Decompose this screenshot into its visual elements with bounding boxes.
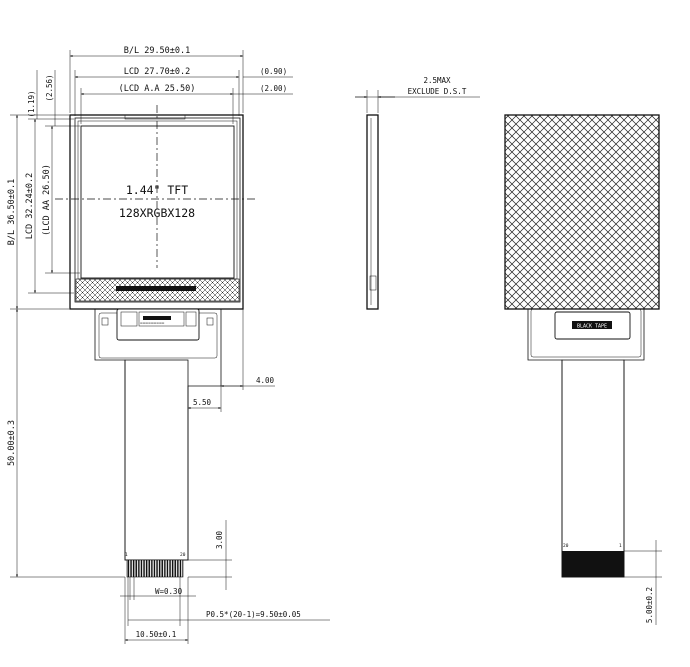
svg-text:=========: =========	[140, 321, 165, 326]
black-tape-label: BLACK TAPE	[577, 324, 607, 330]
fpc-neck	[94, 309, 222, 561]
thickness-note: EXCLUDE D.S.T	[408, 87, 467, 96]
side-view: 2.5MAX EXCLUDE D.S.T	[355, 76, 480, 310]
driver-ic	[116, 286, 196, 291]
pin-width-dim: W=0.30	[155, 587, 183, 596]
pin-first-label: 1	[125, 552, 128, 558]
back-fpc-neck	[527, 309, 645, 578]
resolution-label: 128XRGBX128	[119, 206, 195, 220]
back-view: BLACK TAPE 20 1 5.00±0.2	[504, 114, 662, 625]
fpc-stiffener-front	[116, 308, 200, 341]
lcd-width-dim: LCD 27.70±0.2	[124, 67, 191, 77]
dim-400: 4.00	[256, 376, 275, 385]
lcd-height-dim: LCD 32.24±0.2	[25, 173, 35, 240]
back-hatched-panel	[504, 114, 660, 310]
top-256-dim: (2.56)	[45, 74, 54, 101]
back-pin-left: 20	[563, 543, 569, 549]
dim-550: 5.50	[193, 398, 212, 407]
gap-090-dim: (0.90)	[260, 67, 287, 76]
pitch-formula-dim: P0.5*(20-1)=9.50±0.05	[206, 610, 301, 619]
active-area	[80, 125, 235, 279]
lcd-aa-height-dim: (LCD AA 26.50)	[42, 164, 52, 236]
thickness-dim: 2.5MAX	[423, 76, 451, 85]
lcd-glass-outline	[74, 117, 241, 303]
side-profile	[366, 114, 379, 310]
front-view: 1.44" TFT 128XRGBX128 ========= 1 20 B/L…	[7, 46, 330, 644]
bl-width-dim: B/L 29.50±0.1	[124, 46, 191, 56]
dim-300: 3.00	[215, 530, 224, 549]
lcd-aa-width-dim: (LCD A.A 25.50)	[119, 84, 196, 94]
gap-200-dim: (2.00)	[260, 84, 287, 93]
back-pin-right: 1	[619, 543, 622, 549]
gold-fingers	[126, 559, 184, 578]
bl-height-dim: B/L 36.50±0.1	[7, 179, 17, 246]
back-stiffener	[562, 551, 624, 577]
fpc-tail	[124, 359, 189, 561]
product-title: 1.44" TFT	[126, 183, 188, 197]
fpc-length-dim: 50.00±0.3	[7, 420, 17, 466]
stiffener-length-dim: 5.00±0.2	[645, 587, 654, 623]
top-119-dim: (1.19)	[27, 90, 36, 117]
pin-last-label: 20	[180, 552, 186, 558]
finger-width-dim: 10.50±0.1	[136, 630, 177, 639]
